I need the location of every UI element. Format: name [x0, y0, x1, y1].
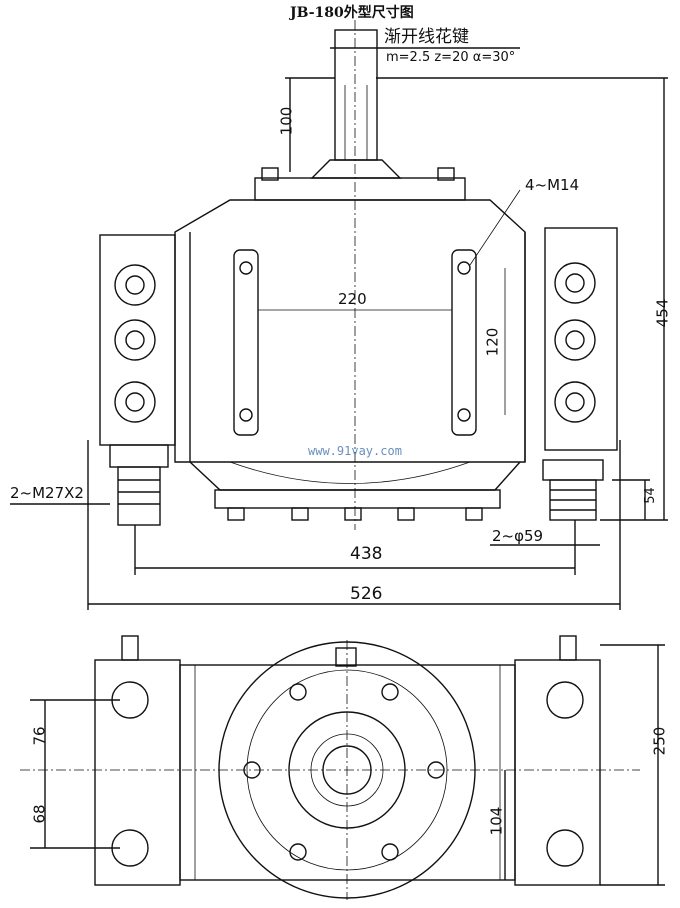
dim-shaft-length: 100 — [277, 106, 296, 136]
fitting-left — [117, 466, 161, 526]
mount-slot-left — [233, 249, 259, 436]
block-right — [514, 659, 601, 886]
mount-slot-right — [451, 249, 477, 436]
cylinder-block-left — [99, 234, 176, 446]
drawing-title: JB-180外型尺寸图 — [290, 5, 414, 21]
base-plate — [214, 489, 501, 509]
block-left — [94, 659, 181, 886]
dim-center-height: 104 — [487, 806, 506, 836]
flange — [254, 177, 466, 201]
watermark: www.91vay.com — [308, 444, 402, 458]
pump-body — [174, 199, 526, 463]
dim-bolts: 4~M14 — [525, 176, 580, 194]
nut-right — [542, 459, 604, 481]
top-view — [10, 20, 668, 610]
dim-upper-offset: 76 — [30, 726, 49, 746]
input-shaft — [334, 29, 378, 161]
dim-fitting-height: 54 — [642, 487, 658, 504]
dim-fitting-dia: 2~φ59 — [492, 527, 544, 545]
dim-overall-height: 454 — [653, 298, 672, 328]
dim-port-spacing: 438 — [350, 544, 383, 564]
nut-left — [109, 444, 169, 468]
bottom-view — [20, 635, 665, 900]
dim-bolt-spacing-v: 120 — [483, 327, 502, 357]
cylinder-block-right — [544, 227, 618, 451]
spline-params: m=2.5 z=20 α=30° — [386, 50, 516, 65]
dim-lower-offset: 68 — [30, 804, 49, 824]
housing — [179, 664, 516, 881]
dim-bolt-spacing-h: 220 — [338, 290, 367, 308]
shaft-collar — [310, 159, 402, 179]
dim-thread: 2~M27X2 — [10, 484, 84, 502]
dim-overall-depth: 250 — [650, 726, 669, 756]
dim-overall-width: 526 — [350, 584, 383, 604]
spline-label: 渐开线花键 — [384, 27, 469, 47]
